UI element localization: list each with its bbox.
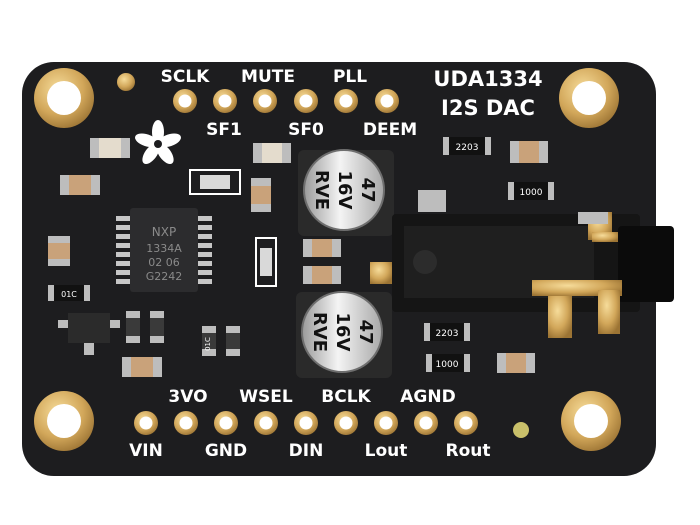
audio-jack [370, 212, 674, 338]
label-pll: PLL [333, 67, 367, 87]
capacitor-value: 47 [357, 177, 378, 202]
smd-cap [497, 353, 535, 373]
small-resistor [226, 326, 240, 356]
smd-cap [253, 143, 291, 163]
label-rout: Rout [446, 441, 491, 461]
pad-sf0 [294, 89, 318, 113]
top-header-pads [173, 89, 399, 113]
small-resistor [202, 326, 216, 356]
pad-sf1 [213, 89, 237, 113]
smd-cap [90, 138, 130, 158]
pad-lout [374, 411, 398, 435]
label-agnd: AGND [400, 387, 455, 407]
pad-wsel [254, 411, 278, 435]
label-bclk: BCLK [321, 387, 371, 407]
label-gnd: GND [205, 441, 247, 461]
pad-mute [253, 89, 277, 113]
led-outline [255, 237, 277, 287]
resistor-2203-bottom: 2203 [424, 323, 470, 341]
label-deem: DEEM [363, 120, 417, 140]
pad-deem [375, 89, 399, 113]
capacitor-voltage: 16V [332, 313, 353, 352]
smd-cap [510, 141, 548, 163]
mounting-hole-bottom-right [561, 391, 621, 451]
label-sf0: SF0 [288, 120, 324, 140]
capacitor-value: 47 [355, 319, 376, 344]
chip-marking-date: 02 06 [148, 256, 180, 269]
smd-cap [122, 357, 162, 377]
board-title-line1: UDA1334 [433, 67, 542, 91]
label-wsel: WSEL [239, 387, 293, 407]
chip-marking-brand: NXP [152, 225, 176, 239]
label-sclk: SCLK [161, 67, 211, 87]
small-resistor [150, 311, 164, 343]
pad-rout [454, 411, 478, 435]
mounting-hole-top-right [559, 68, 619, 128]
label-din: DIN [289, 441, 324, 461]
resistor-01c-mid: 01C [204, 337, 212, 351]
resistor-code: 01C [61, 290, 77, 299]
resistor-code: 1000 [520, 188, 543, 198]
label-3vo: 3VO [168, 387, 207, 407]
board-title-line2: I2S DAC [441, 96, 535, 120]
resistor-2203-top: 2203 [443, 137, 491, 155]
electrolytic-capacitor-top: 47 16V RVE [298, 149, 394, 236]
capacitor-voltage: 16V [334, 171, 355, 210]
resistor-01c-left: 01C [48, 285, 90, 301]
smd-parts [48, 138, 548, 377]
resistor-code: 2203 [436, 329, 459, 339]
smd-cap [60, 175, 100, 195]
pad-bclk [334, 411, 358, 435]
flower-logo [135, 120, 181, 165]
bottom-header-pads [134, 411, 478, 435]
resistor-1000-bottom: 1000 [426, 354, 470, 372]
fiducial-top [117, 73, 135, 91]
electrolytic-capacitor-bottom: 47 16V RVE [296, 291, 392, 378]
pad-vin [134, 411, 158, 435]
chip-marking-lot: G2242 [146, 270, 183, 283]
mounting-hole-bottom-left [34, 391, 94, 451]
pad-pll [334, 89, 358, 113]
dac-chip: NXP 1334A 02 06 G2242 [116, 208, 212, 292]
smd-cap [251, 178, 271, 212]
smd-cap [418, 190, 446, 212]
smd-cap [303, 266, 341, 284]
mounting-hole-top-left [34, 68, 94, 128]
label-sf1: SF1 [206, 120, 242, 140]
pad-agnd [414, 411, 438, 435]
pad-3vo [174, 411, 198, 435]
pad-sclk [173, 89, 197, 113]
resistor-code: 2203 [456, 143, 479, 153]
pad-gnd [214, 411, 238, 435]
smd-cap [48, 236, 70, 266]
label-mute: MUTE [241, 67, 295, 87]
label-vin: VIN [129, 441, 163, 461]
pad-din [294, 411, 318, 435]
smd-cap [303, 239, 341, 257]
small-resistor [126, 311, 140, 343]
capacitor-series: RVE [311, 170, 332, 210]
led-outline [189, 169, 241, 195]
label-lout: Lout [365, 441, 408, 461]
chip-marking-part: 1334A [146, 242, 182, 255]
resistor-1000-top: 1000 [508, 182, 554, 200]
resistor-code: 1000 [436, 360, 459, 370]
capacitor-series: RVE [309, 312, 330, 352]
fiducial-bottom [513, 422, 529, 438]
sot-transistor [58, 313, 120, 355]
resistor-code: 01C [204, 337, 212, 351]
